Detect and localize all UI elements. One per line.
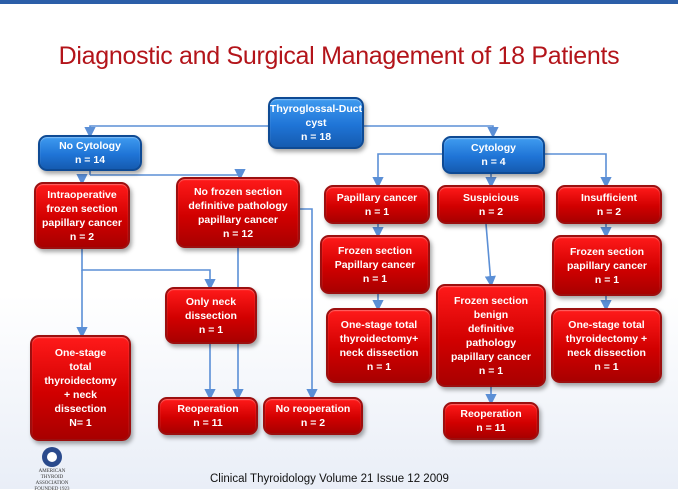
node-one-stage-mid: One-stage total thyroidectomy+ neck diss… (326, 308, 432, 383)
logo-text-line-3: ASSOCIATION (35, 481, 69, 486)
node-reoperation-right: Reoperation n = 11 (443, 402, 539, 440)
node-no-reoperation-line-2: n = 2 (300, 417, 326, 429)
node-reoperation-left-line-2: n = 11 (193, 417, 223, 429)
node-only-neck-line-3: n = 1 (198, 323, 224, 336)
node-reoperation-right-line-1: Reoperation (460, 408, 522, 420)
node-no-frozen-line-1: No frozen section (193, 185, 283, 198)
node-insufficient-line-1: Insufficient (580, 191, 637, 204)
node-one-stage-left-line-6: N= 1 (69, 417, 92, 429)
node-papillary-line-1: Papillary cancer (336, 191, 418, 204)
node-papillary-cancer: Papillary cancer n = 1 (324, 185, 430, 224)
node-one-stage-left-line-5: dissection (54, 403, 107, 415)
node-only-neck-line-2: dissection (185, 309, 237, 322)
connector-no-frozen-to-no-reop (300, 208, 318, 401)
node-one-stage-right-line-3: neck dissection (567, 346, 646, 359)
node-frozen-right-line-2: papillary cancer (567, 259, 647, 272)
node-only-neck-dissection: Only neck dissection n = 1 (165, 287, 257, 344)
node-one-stage-right-line-1: One-stage total (568, 318, 645, 331)
node-one-stage-right-line-2: thyroidectomy + (565, 332, 648, 345)
connector-cytology-split (372, 153, 442, 189)
node-no-cytology: No Cytology n = 14 (38, 135, 142, 171)
node-frozen-section-papillary: Frozen section Papillary cancer n = 1 (320, 235, 430, 294)
node-frozen-right-line-1: Frozen section (569, 245, 645, 258)
node-one-stage-right: One-stage total thyroidectomy + neck dis… (551, 308, 662, 383)
node-cytology-line-1: Cytology (471, 142, 516, 154)
node-frozen-right-line-3: n = 1 (594, 273, 620, 286)
connector-intraop-split (81, 249, 216, 291)
node-no-frozen-line-2: definitive pathology (188, 199, 288, 212)
ata-logo-text: AMERICAN THYROID ASSOCIATION FOUNDED 192… (30, 469, 74, 493)
flowchart-connectors (76, 125, 612, 406)
node-cytology: Cytology n = 4 (442, 136, 545, 174)
node-no-frozen-line-3: papillary cancer (198, 213, 278, 226)
connector-suspicious-to-frozen-benign (484, 223, 496, 288)
node-frozen-benign-line-5: papillary cancer (451, 350, 531, 363)
node-root-line-2: cyst (305, 117, 327, 129)
node-one-stage-mid-line-4: n = 1 (366, 360, 392, 373)
node-suspicious-line-2: n = 2 (478, 205, 504, 218)
node-intraop-line-4: n = 2 (69, 230, 95, 243)
node-frozen-papillary-line-3: n = 1 (362, 272, 388, 285)
node-root-line-3: n = 18 (300, 131, 332, 143)
node-reoperation-left: Reoperation n = 11 (158, 397, 258, 435)
connector-root-no-cytology (84, 125, 268, 139)
node-one-stage-mid-line-2: thyroidectomy+ (339, 332, 419, 345)
node-frozen-benign-line-4: pathology (465, 336, 517, 349)
node-frozen-section-benign: Frozen section benign definitive patholo… (436, 284, 546, 387)
slide-title: Diagnostic and Surgical Management of 18… (58, 42, 620, 70)
connector-root-cytology (364, 125, 499, 139)
node-intraoperative-frozen: Intraoperative frozen section papillary … (34, 182, 130, 249)
node-cytology-line-2: n = 4 (481, 156, 506, 168)
node-frozen-benign-line-6: n = 1 (478, 364, 504, 377)
logo-text-line-2: THYROID (40, 475, 64, 480)
node-insufficient-line-2: n = 2 (596, 205, 622, 218)
node-frozen-benign-line-3: definitive (467, 322, 515, 335)
node-reoperation-left-line-1: Reoperation (177, 403, 239, 415)
node-no-cytology-line-1: No Cytology (59, 140, 121, 152)
node-papillary-line-2: n = 1 (364, 205, 390, 218)
logo-text-line-1: AMERICAN (38, 469, 66, 474)
connector-no-cytology-split (89, 171, 240, 176)
node-frozen-papillary-line-2: Papillary cancer (334, 258, 416, 271)
node-one-stage-left-line-3: thyroidectomy (44, 375, 117, 387)
ata-logo: AMERICAN THYROID ASSOCIATION FOUNDED 192… (30, 447, 74, 493)
node-one-stage-right-line-4: n = 1 (594, 360, 619, 373)
node-frozen-papillary-line-1: Frozen section (337, 244, 413, 257)
node-one-stage-left: One-stage total thyroidectomy + neck dis… (30, 335, 131, 441)
footer-citation: Clinical Thyroidology Volume 21 Issue 12… (210, 473, 449, 485)
node-no-frozen-section: No frozen section definitive pathology p… (176, 177, 300, 248)
node-frozen-benign-line-1: Frozen section (453, 294, 529, 307)
connector-to-insufficient (545, 153, 612, 189)
node-no-reoperation-line-1: No reoperation (275, 403, 351, 415)
node-one-stage-left-line-2: total (69, 361, 92, 373)
node-one-stage-mid-line-3: neck dissection (339, 346, 419, 359)
node-no-cytology-line-2: n = 14 (74, 154, 106, 166)
node-no-frozen-line-4: n = 12 (222, 227, 254, 240)
node-insufficient: Insufficient n = 2 (556, 185, 662, 224)
ata-seal-icon (42, 447, 62, 467)
node-only-neck-line-1: Only neck (185, 295, 237, 308)
node-reoperation-right-line-2: n = 11 (476, 422, 506, 434)
node-frozen-benign-line-2: benign (473, 308, 509, 321)
node-intraop-line-2: frozen section (46, 202, 118, 215)
node-root: Thyroglossal-Duct cyst n = 18 (268, 97, 364, 149)
node-suspicious-line-1: Suspicious (462, 191, 519, 204)
node-intraop-line-3: papillary cancer (42, 216, 122, 229)
node-intraop-line-1: Intraoperative (47, 188, 117, 201)
node-one-stage-mid-line-1: One-stage total (340, 318, 418, 331)
node-root-line-1: Thyroglossal-Duct (269, 103, 363, 115)
node-frozen-section-papillary-right: Frozen section papillary cancer n = 1 (552, 235, 662, 296)
node-one-stage-left-line-1: One-stage (54, 347, 107, 359)
node-suspicious: Suspicious n = 2 (437, 185, 545, 224)
logo-text-line-4: FOUNDED 1923 (34, 487, 70, 492)
node-no-reoperation: No reoperation n = 2 (263, 397, 363, 435)
node-one-stage-left-line-4: + neck (64, 389, 97, 401)
